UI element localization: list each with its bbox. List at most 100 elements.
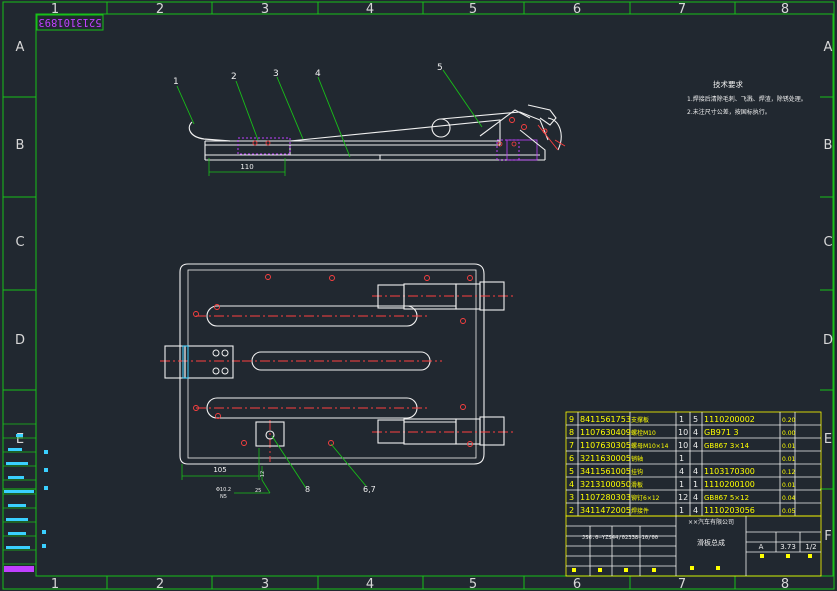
row-label-right-a: A	[824, 40, 833, 55]
plan-leader-label-8: 8	[305, 485, 310, 494]
col-label-top-6: 6	[573, 2, 581, 17]
part-9-code2: 1110200002	[704, 415, 755, 424]
part-8-qty: 10	[678, 428, 688, 437]
plan-plate-inner	[187, 269, 477, 459]
col-label-bottom-2: 2	[156, 577, 164, 591]
leader-label-4: 4	[315, 69, 321, 79]
part-9-w: 0.20	[782, 417, 796, 424]
part-3-qty: 12	[678, 493, 688, 502]
zone-labels: 1 2 3 4 5 6 7 8 1 2 3 4 5 6 7 8 A B C D …	[15, 2, 833, 591]
col-label-top-5: 5	[469, 2, 477, 17]
part-6-w: 0.01	[782, 456, 796, 463]
part-9-qty: 1	[679, 415, 684, 424]
row-label-left-b: B	[16, 138, 25, 153]
part-5-code: 3411561005	[580, 467, 631, 476]
plan-dimension	[181, 448, 271, 494]
side-weld-tail	[506, 139, 538, 161]
part-9-seq: 5	[693, 415, 698, 424]
row-label-right-c: C	[823, 235, 832, 250]
leader-label-2: 2	[231, 72, 237, 82]
plan-left-bracket-weld	[182, 345, 189, 379]
plan-leaders	[271, 435, 367, 489]
part-2-code: 3411472005	[580, 506, 631, 515]
part-2-qty: 1	[679, 506, 684, 515]
part-5-seq: 4	[693, 467, 698, 476]
title-part-name: 滑板总成	[697, 538, 725, 547]
side-left-hook	[188, 121, 231, 142]
row-label-left-e: E	[16, 432, 24, 447]
revision-strip-marks	[4, 434, 48, 549]
drawing-number-text: 5213101893	[38, 16, 101, 28]
part-5-no: 5	[569, 467, 574, 476]
part-4-code2: 1110200100	[704, 480, 755, 489]
row-label-left-a: A	[16, 40, 25, 55]
col-label-top-2: 2	[156, 2, 164, 17]
col-label-bottom-7: 7	[678, 577, 686, 591]
part-3-code2: GB867 5×12	[704, 494, 749, 502]
part-4-qty: 1	[679, 480, 684, 489]
part-2-no: 2	[569, 506, 574, 515]
plan-plate-outline	[179, 263, 485, 465]
part-5-name: 挂钩	[631, 468, 643, 476]
plan-leader-label-67: 6,7	[363, 485, 376, 494]
part-7-name: 螺母M10×14	[631, 442, 669, 450]
part-8-code: 1107630409	[580, 428, 631, 437]
part-7-w: 0.01	[782, 443, 796, 450]
part-3-name: 铆钉6×12	[631, 494, 660, 502]
plan-weld-note-mid: N5	[220, 494, 227, 500]
plan-view: 8 6,7 105 12 Φ10.2 N5 25	[160, 263, 514, 500]
part-2-name: 焊接件	[631, 507, 649, 515]
part-8-code2: GB971 3	[704, 428, 739, 437]
plan-dimension-105: 105	[213, 466, 226, 474]
col-label-top-3: 3	[261, 2, 269, 17]
col-label-top-7: 7	[678, 2, 686, 17]
part-9-name: 支撑板	[631, 416, 649, 424]
title-company: ××汽车有限公司	[688, 518, 734, 526]
title-block-marks	[572, 554, 812, 572]
side-latch-red	[509, 117, 566, 151]
plan-centerlines	[160, 295, 514, 462]
plan-hook-lower	[377, 416, 505, 446]
part-8-no: 8	[569, 428, 574, 437]
part-4-w: 0.01	[782, 482, 796, 489]
title-code-line: JS6.0—YZS44/02338—10/00	[582, 535, 658, 541]
part-6-name: 销轴	[631, 455, 643, 463]
plan-weld-note-left: Φ10.2	[216, 487, 231, 493]
part-3-w: 0.04	[782, 495, 796, 502]
revision-strip-magenta	[4, 566, 34, 572]
tech-requirements: 技术要求 1.焊接后清除毛刺、飞溅、焊渣，除锈处理。 2.未注尺寸公差，按国标执…	[687, 79, 807, 116]
side-view: 1 2 3 4 5 110	[173, 63, 566, 176]
part-7-qty: 10	[678, 441, 688, 450]
row-label-right-e: E	[824, 432, 832, 447]
part-4-code: 3213100050	[580, 480, 631, 489]
col-label-top-1: 1	[51, 2, 59, 17]
tech-req-line-1: 1.焊接后清除毛刺、飞溅、焊渣，除锈处理。	[687, 95, 807, 103]
part-6-no: 6	[569, 454, 574, 463]
zone-ticks	[3, 2, 834, 589]
plan-dimension-12: 12	[260, 471, 266, 477]
part-8-seq: 4	[693, 428, 698, 437]
part-7-seq: 4	[693, 441, 698, 450]
part-2-seq: 4	[693, 506, 698, 515]
row-label-right-d: D	[823, 333, 833, 348]
part-9-no: 9	[569, 415, 574, 424]
side-dimension-text: 110	[240, 163, 253, 171]
title-scale: 3.73	[780, 543, 796, 551]
parts-table-text: 9 8411561753 支撑板 1 5 1110200002 0.20 8 1…	[569, 415, 796, 515]
leader-label-3: 3	[273, 69, 279, 79]
plan-holes	[193, 274, 473, 447]
row-label-right-b: B	[824, 138, 833, 153]
part-5-qty: 4	[679, 467, 684, 476]
plan-hook-upper	[377, 281, 505, 311]
part-8-w: 0.00	[782, 430, 796, 437]
part-9-code: 8411561753	[580, 415, 631, 424]
plan-weld-note-num: 25	[255, 488, 261, 494]
title-scale-label: A	[759, 543, 764, 551]
leader-label-1: 1	[173, 77, 179, 87]
part-4-seq: 1	[693, 480, 698, 489]
plan-slots	[206, 305, 431, 419]
row-label-right-f: F	[824, 529, 831, 544]
col-label-bottom-3: 3	[261, 577, 269, 591]
